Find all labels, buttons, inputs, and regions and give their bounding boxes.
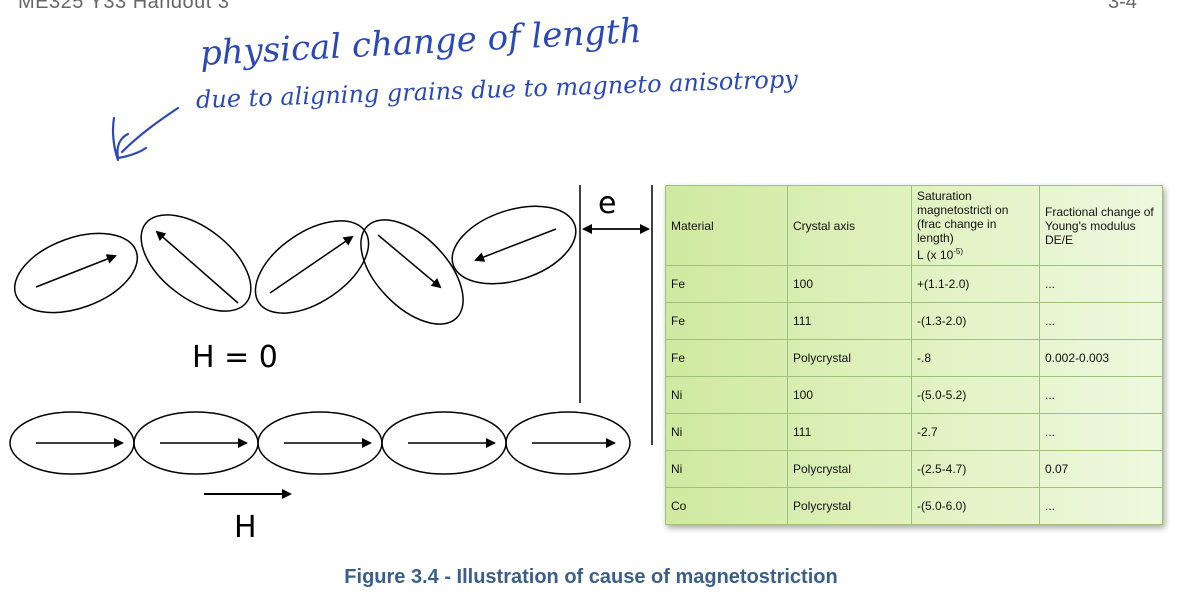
column-header: Material: [665, 185, 788, 266]
column-header: Saturation magnetostricti on (frac chang…: [911, 185, 1040, 266]
page-number: 3-4: [1108, 0, 1137, 13]
table-header-row: Material Crystal axis Saturation magneto…: [665, 185, 1163, 266]
grain-ellipse: [451, 205, 577, 285]
header-title: ME325 Y33 Handout 3: [18, 0, 230, 13]
moment-arrow: [155, 230, 239, 304]
grain-ellipse: [254, 220, 370, 314]
grain-ellipse: [13, 232, 139, 314]
label-e: e: [598, 186, 616, 221]
figure-caption: Figure 3.4 - Illustration of cause of ma…: [344, 566, 838, 588]
grain-ellipse: [505, 411, 631, 475]
moment-arrow: [377, 234, 442, 289]
moment-arrow: [35, 254, 117, 288]
label-h: H: [234, 510, 257, 545]
magnetostriction-table: Material Crystal axis Saturation magneto…: [665, 185, 1163, 525]
moment-arrow: [269, 235, 354, 294]
column-header: Crystal axis: [787, 185, 912, 266]
grain-ellipse: [140, 214, 252, 312]
label-h-zero: H = 0: [192, 340, 278, 375]
magnetostriction-diagram: e H = 0 H: [9, 185, 653, 545]
grain-ellipse: [360, 219, 464, 325]
moment-arrow: [474, 228, 557, 262]
column-header: Fractional change of Young's modulus DE/…: [1039, 185, 1163, 266]
